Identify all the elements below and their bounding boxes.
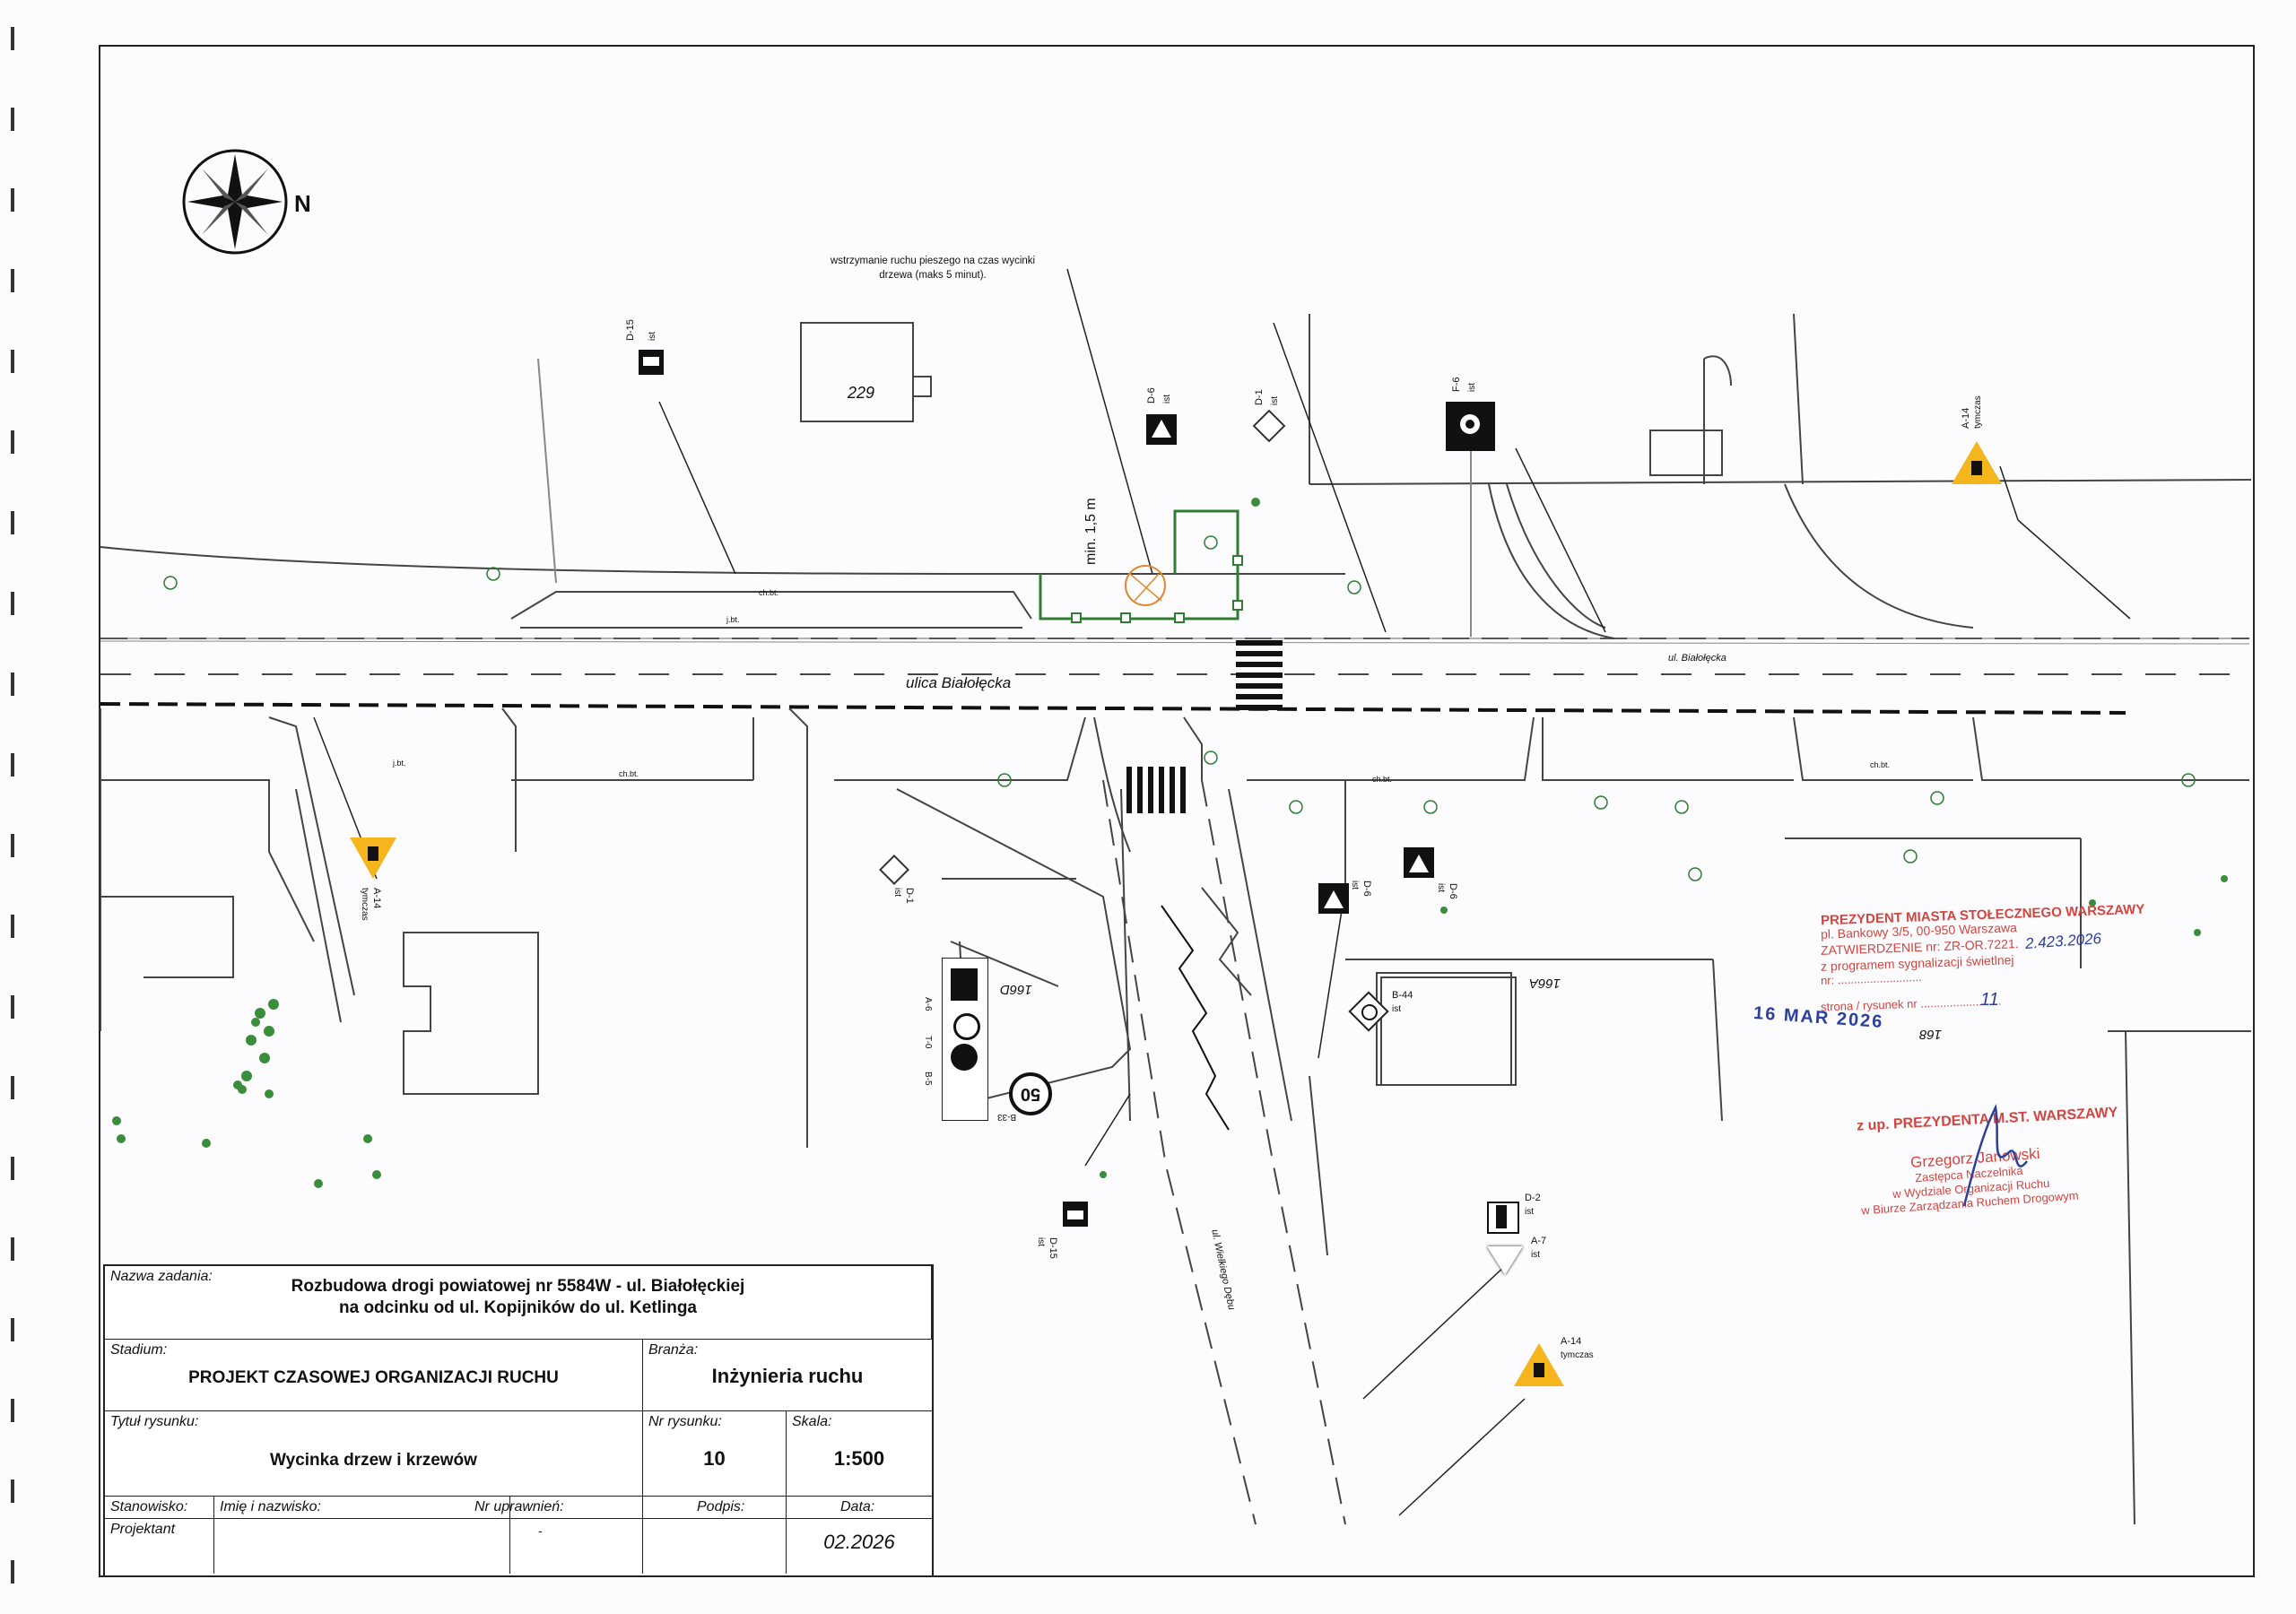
- sign-code: A-6: [923, 997, 933, 1011]
- sign-note: ist: [1467, 383, 1477, 392]
- date-caption: Data:: [840, 1499, 875, 1514]
- stage-caption: Stadium:: [110, 1342, 168, 1358]
- sign-code: T-0: [923, 1036, 933, 1049]
- scale-caption: Skala:: [792, 1414, 832, 1429]
- sign-note: ist: [1270, 396, 1280, 405]
- sign-code: A-14: [371, 888, 382, 909]
- license-caption: Nr uprawnień:: [474, 1499, 564, 1514]
- branch-value: Inżynieria ruchu: [711, 1365, 864, 1387]
- surface-label: j.bt.: [726, 615, 740, 624]
- role-label: Projektant: [110, 1522, 176, 1537]
- sign-code: D-2: [1525, 1193, 1541, 1203]
- sign-code: F-6: [1451, 377, 1462, 393]
- handwritten-signature: [1962, 1103, 2028, 1207]
- drawing-title-caption: Tytuł rysunku:: [110, 1414, 199, 1429]
- sign-note: ist: [1392, 1004, 1401, 1014]
- sign-note: ist: [892, 888, 902, 897]
- sign-code: D-15: [625, 319, 636, 341]
- sign-note: ist: [1531, 1250, 1540, 1260]
- task-caption: Nazwa zadania:: [110, 1269, 213, 1284]
- branch-cell: Branża: Inżynieria ruchu: [643, 1340, 932, 1411]
- surface-label: ch.bt.: [759, 588, 779, 597]
- surface-label: j.bt.: [393, 759, 406, 768]
- sign-note: tymczas: [1561, 1350, 1594, 1360]
- speed-limit-sign: 50: [1009, 1072, 1052, 1115]
- sign-note: ist: [1162, 395, 1172, 404]
- building-number-166A: 166A: [1529, 976, 1561, 991]
- title-block: Nazwa zadania: Rozbudowa drogi powiatowe…: [103, 1264, 934, 1577]
- drawing-number-caption: Nr rysunku:: [648, 1414, 722, 1429]
- building-number-229: 229: [848, 384, 875, 402]
- sign-note: ist: [648, 332, 657, 341]
- stamp-page-handwritten: 11: [1980, 990, 1999, 1010]
- name-cell: Imię i nazwisko:: [214, 1497, 510, 1574]
- drawing-title-cell: Tytuł rysunku: Wycinka drzew i krzewów: [105, 1411, 643, 1497]
- stage-value: PROJEKT CZASOWEJ ORGANIZACJI RUCHU: [188, 1368, 559, 1387]
- surface-label: ch.bt.: [619, 769, 639, 778]
- branch-caption: Branża:: [648, 1342, 699, 1358]
- scale-cell: Skala: 1:500: [787, 1411, 932, 1497]
- sign-code: B-5: [923, 1072, 933, 1086]
- building-number-168: 168: [1919, 1027, 1943, 1042]
- sign-code: B-44: [1392, 990, 1413, 1001]
- sign-note: tymczas: [360, 888, 370, 921]
- signature-cell: Podpis:: [643, 1497, 787, 1574]
- sign-code: D-6: [1448, 883, 1458, 899]
- street-label-main-right: ul. Białołęcka: [1668, 653, 1726, 664]
- north-arrow-icon: [182, 149, 288, 255]
- date-cell: Data: 02.2026: [787, 1497, 932, 1574]
- position-cell: Stanowisko: Projektant: [105, 1497, 214, 1574]
- north-label: N: [294, 190, 311, 217]
- binding-marks: [11, 27, 20, 1605]
- drawing-title-value: Wycinka drzew i krzewów: [270, 1451, 477, 1470]
- stage-cell: Stadium: PROJEKT CZASOWEJ ORGANIZACJI RU…: [105, 1340, 643, 1411]
- sign-code: D-6: [1146, 387, 1157, 404]
- sign-note: tymczas: [1973, 395, 1983, 429]
- sign-code: D-1: [904, 888, 915, 904]
- street-label-main: ulica Białołęcka: [906, 674, 1012, 691]
- sign-code: B-33: [997, 1112, 1017, 1122]
- sign-code: D-15: [1048, 1237, 1058, 1259]
- task-cell: Nazwa zadania: Rozbudowa drogi powiatowe…: [105, 1266, 932, 1340]
- task-line-1: Rozbudowa drogi powiatowej nr 5584W - ul…: [291, 1277, 745, 1296]
- sign-note: ist: [1350, 881, 1360, 889]
- sign-code: D-6: [1361, 881, 1372, 897]
- surface-label: ch.bt.: [1372, 775, 1393, 784]
- scale-value: 1:500: [833, 1447, 885, 1470]
- sign-note: ist: [1036, 1237, 1046, 1246]
- sign-code: D-1: [1254, 389, 1265, 405]
- license-cell: Nr uprawnień: -: [474, 1497, 643, 1574]
- signature-caption: Podpis:: [697, 1499, 745, 1514]
- task-line-2: na odcinku od ul. Kopijników do ul. Ketl…: [339, 1298, 697, 1317]
- building-number-166D: 166D: [1000, 982, 1032, 997]
- sign-code: A-14: [1961, 407, 1971, 429]
- drawing-number-cell: Nr rysunku: 10: [643, 1411, 787, 1497]
- date-value: 02.2026: [823, 1531, 895, 1553]
- drawing-number-value: 10: [703, 1447, 726, 1470]
- sign-note: ist: [1525, 1207, 1534, 1217]
- min-width-label: min. 1,5 m: [1083, 498, 1099, 565]
- name-caption: Imię i nazwisko:: [220, 1499, 321, 1514]
- pedestrian-stop-note: wstrzymanie ruchu pieszego na czas wycin…: [830, 256, 1036, 281]
- surface-label: ch.bt.: [1870, 760, 1891, 769]
- license-value: -: [538, 1523, 543, 1538]
- sign-code: A-14: [1561, 1336, 1582, 1347]
- sign-code: A-7: [1531, 1236, 1547, 1246]
- sign-note: ist: [1436, 883, 1446, 892]
- position-caption: Stanowisko:: [110, 1499, 188, 1514]
